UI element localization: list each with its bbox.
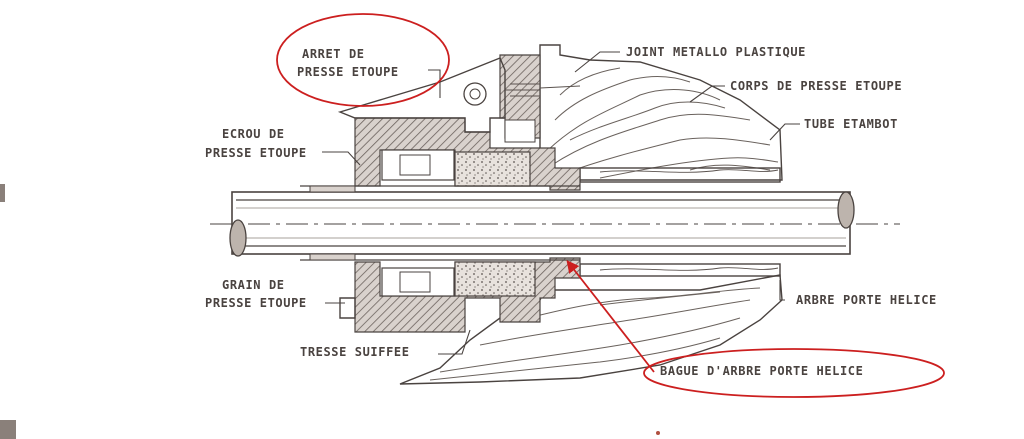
scan-mark-top [0, 184, 5, 202]
label-bague: BAGUE D'ARBRE PORTE HELICE [660, 364, 863, 378]
gland-assembly-bottom [339, 257, 581, 333]
highlight-ellipse-bague [643, 348, 945, 398]
highlight-ellipse-arret [276, 13, 450, 107]
label-arbre: ARBRE PORTE HELICE [796, 293, 937, 307]
label-corps: CORPS DE PRESSE ETOUPE [730, 79, 902, 93]
highlight-arrow-bague [566, 260, 655, 373]
propeller-shaft [210, 185, 900, 261]
hull-wood-bottom [399, 274, 783, 385]
gland-assembly-top [354, 54, 581, 191]
label-ecrou-line2: PRESSE ETOUPE [205, 146, 307, 160]
label-arret-line2: PRESSE ETOUPE [297, 65, 399, 79]
label-tresse: TRESSE SUIFFEE [300, 345, 410, 359]
hull-wood-top [539, 44, 783, 181]
label-tube: TUBE ETAMBOT [804, 117, 898, 131]
leader-lines [322, 51, 800, 355]
gland-stop-bracket [337, 57, 581, 133]
label-joint: JOINT METALLO PLASTIQUE [626, 45, 806, 59]
label-grain-line1: GRAIN DE [222, 278, 285, 292]
label-grain-line2: PRESSE ETOUPE [205, 296, 307, 310]
scan-speck [656, 431, 660, 435]
scan-mark-bottom [0, 420, 16, 439]
label-ecrou-line1: ECROU DE [222, 127, 285, 141]
label-arret-line1: ARRET DE [302, 47, 365, 61]
